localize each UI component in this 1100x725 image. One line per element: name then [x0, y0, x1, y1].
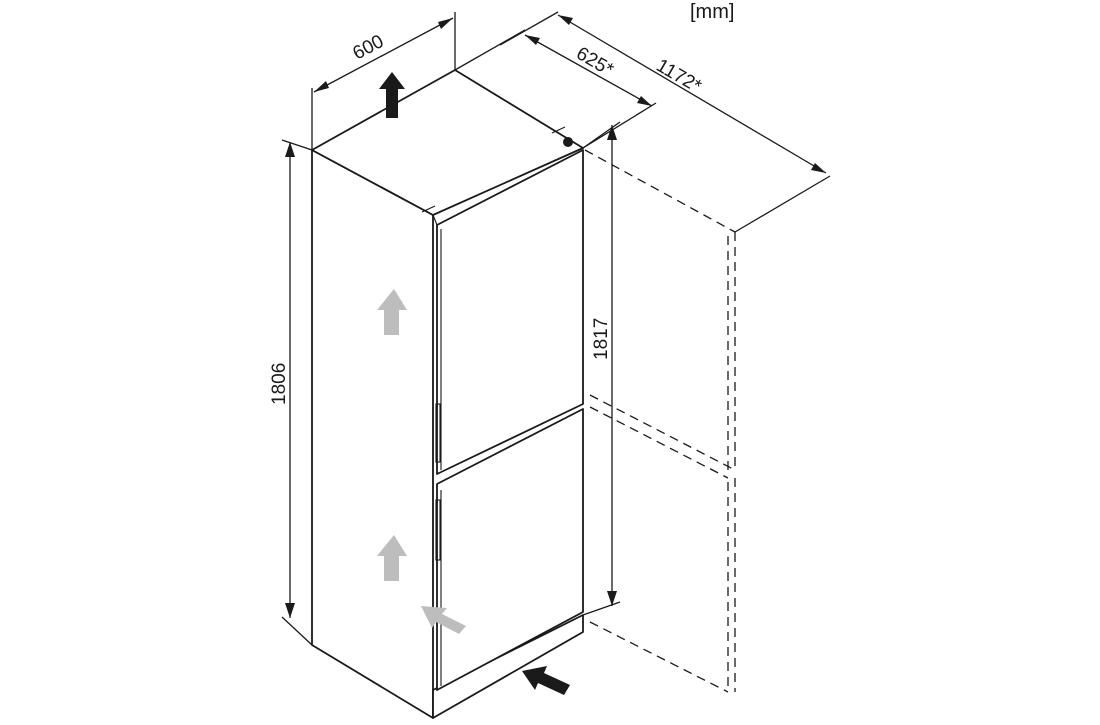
airflow-internal-arrow-icon — [421, 606, 466, 634]
dimension-lines — [281, 11, 831, 646]
airflow-exhaust-arrow-icon — [379, 72, 405, 118]
fridge-side-panel — [311, 149, 434, 719]
dimension-depth-door-open-label: 1172* — [653, 55, 706, 98]
upper-door-handle — [435, 403, 441, 463]
dimension-depth-label: 625* — [573, 43, 618, 81]
fridge-body — [311, 69, 584, 719]
fridge-front-plinth — [432, 614, 584, 719]
dimension-height-niche-label: 1817 — [591, 318, 612, 360]
airflow-up-arrow-icon — [377, 289, 407, 335]
lower-door-handle — [435, 499, 441, 561]
door-hinge-icon — [563, 137, 573, 147]
upper-door — [436, 149, 584, 475]
installation-niche — [584, 149, 736, 693]
unit-label: [mm] — [690, 1, 734, 23]
dimension-width-label: 600 — [349, 31, 387, 64]
airflow-intake-arrow-icon — [522, 666, 570, 695]
airflow-up-arrow-icon — [377, 535, 407, 581]
dimension-height-label: 1806 — [269, 363, 290, 405]
